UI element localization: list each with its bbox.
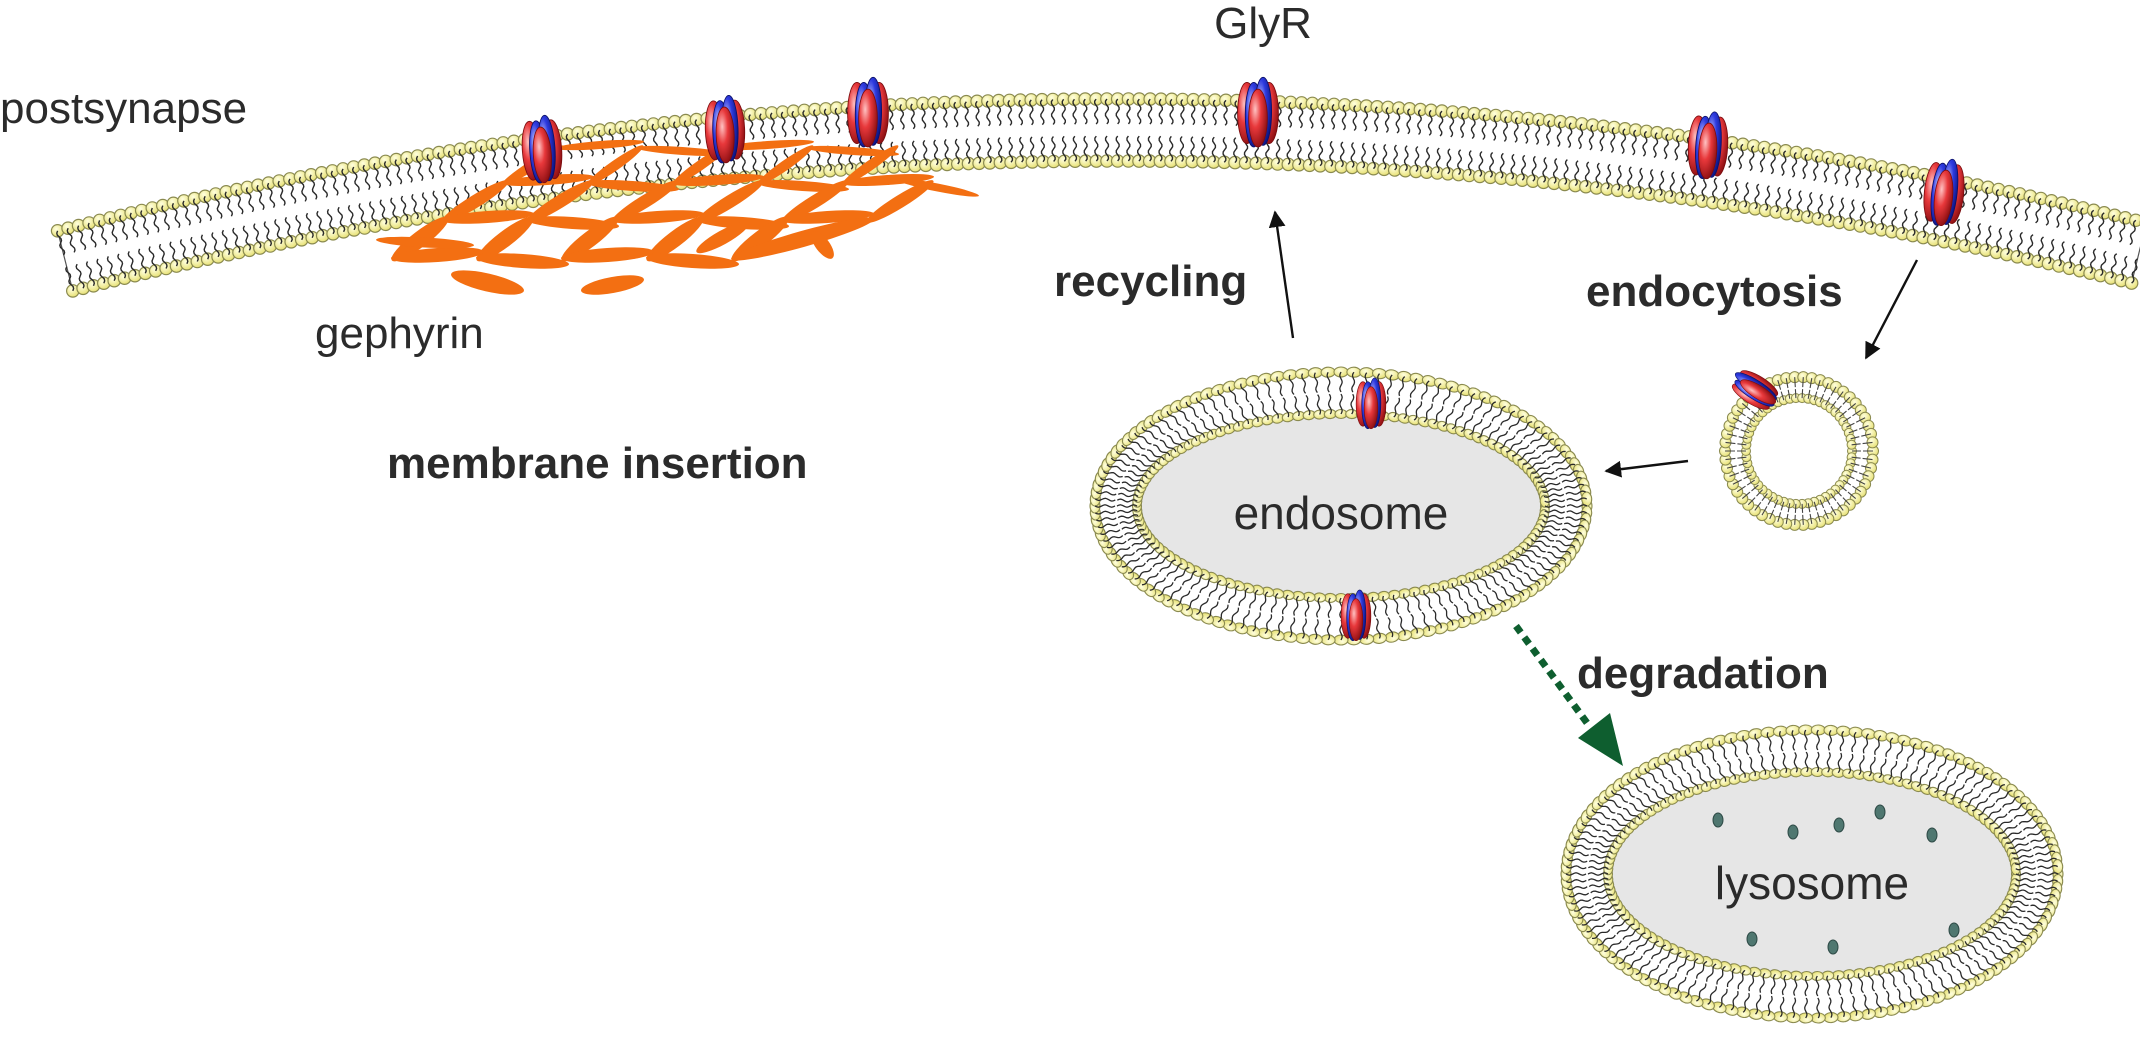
- postsynapse-label: postsynapse: [0, 84, 247, 133]
- gephyrin-scaffold: [376, 139, 979, 295]
- lysosome-label: lysosome: [1715, 857, 1909, 909]
- recycling-label: recycling: [1054, 257, 1247, 306]
- endocytic-vesicle: [1719, 371, 1879, 531]
- degradation-arrow: [1513, 623, 1623, 766]
- glyr-receptor: [1687, 111, 1729, 180]
- glyr-receptor: [1355, 377, 1387, 430]
- vesicle-to-endosome-arrow: [1604, 459, 1689, 478]
- recycling-arrow: [1268, 210, 1295, 339]
- glyr-receptor: [1923, 158, 1965, 227]
- degradation-label: degradation: [1577, 649, 1829, 698]
- lysosome-granule: [1827, 939, 1839, 955]
- lysosome-granule: [1712, 812, 1724, 828]
- glyr-label: GlyR: [1214, 0, 1312, 48]
- endocytosis-arrow: [1864, 259, 1919, 360]
- lysosome-granule: [1833, 817, 1845, 833]
- lysosome-granule: [1787, 824, 1799, 840]
- glyr-receptor: [521, 114, 563, 184]
- lysosome-organelle: [1560, 724, 2064, 1024]
- lysosome-granule: [1948, 922, 1960, 938]
- membrane-lipid-tails: [56, 98, 2140, 292]
- glyr-receptor: [1731, 370, 1779, 410]
- glyr-receptor: [704, 94, 746, 164]
- glyr-receptor: [1340, 589, 1372, 642]
- glyr-receptors: [521, 76, 1965, 642]
- glyr-receptor: [847, 76, 889, 148]
- gephyrin-label: gephyrin: [315, 309, 484, 358]
- endocytosis-label: endocytosis: [1586, 267, 1843, 316]
- glyr-receptor: [1237, 76, 1279, 148]
- endosome-label: endosome: [1234, 487, 1449, 539]
- organelle-lipid-heads: [1089, 366, 1593, 646]
- endosome-organelle: [1089, 366, 1593, 646]
- lysosome-granule: [1926, 827, 1938, 843]
- lysosome-granule: [1746, 931, 1758, 947]
- lysosome-granule: [1874, 804, 1886, 820]
- membrane-insertion-label: membrane insertion: [387, 439, 808, 488]
- organelle-lipid-tails: [1565, 729, 2059, 1019]
